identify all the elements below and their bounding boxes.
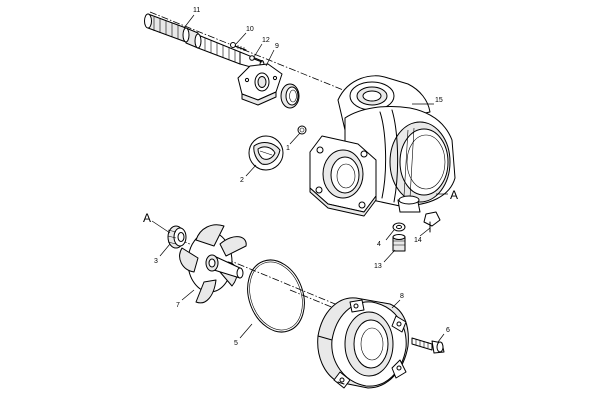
part-3-bearing bbox=[167, 225, 187, 249]
part-9-retainer-plate bbox=[237, 63, 283, 106]
part-15-housing bbox=[309, 75, 456, 217]
leader-lines bbox=[151, 14, 448, 343]
part-2-detail-view bbox=[248, 135, 284, 171]
part-1-plug bbox=[297, 125, 307, 135]
callout-12: 12 bbox=[262, 37, 270, 44]
part-6-cap-screw bbox=[411, 337, 445, 354]
callout-labels: 11 10 12 9 15 1 2 A 4 14 13 A 3 7 5 8 6 bbox=[143, 7, 458, 347]
part-4-washer bbox=[392, 222, 406, 232]
callout-9: 9 bbox=[275, 43, 279, 50]
part-11-shaft bbox=[144, 13, 265, 71]
ref-label-a-left: A bbox=[143, 211, 151, 225]
callout-3: 3 bbox=[154, 258, 158, 265]
part-10-screw bbox=[230, 42, 247, 51]
callout-2: 2 bbox=[240, 177, 244, 184]
callout-14: 14 bbox=[414, 237, 422, 244]
callout-4: 4 bbox=[377, 241, 381, 248]
callout-13: 13 bbox=[374, 263, 382, 270]
callout-11: 11 bbox=[193, 7, 200, 14]
callout-15: 15 bbox=[435, 97, 443, 104]
part-7-impeller bbox=[179, 224, 247, 304]
callout-8: 8 bbox=[400, 293, 404, 300]
part-8-cover bbox=[317, 297, 409, 389]
ref-label-a-right: A bbox=[450, 188, 458, 202]
part-5-o-ring bbox=[247, 259, 305, 333]
part-13-drain-plug bbox=[392, 234, 406, 252]
callout-5: 5 bbox=[234, 340, 238, 347]
callout-6: 6 bbox=[446, 327, 450, 334]
part-14-bolt bbox=[423, 211, 441, 233]
part-12-screw bbox=[249, 55, 263, 63]
part-2-seal bbox=[280, 83, 300, 109]
callout-1: 1 bbox=[286, 145, 290, 152]
callout-10: 10 bbox=[246, 26, 254, 33]
callout-7: 7 bbox=[176, 302, 180, 309]
